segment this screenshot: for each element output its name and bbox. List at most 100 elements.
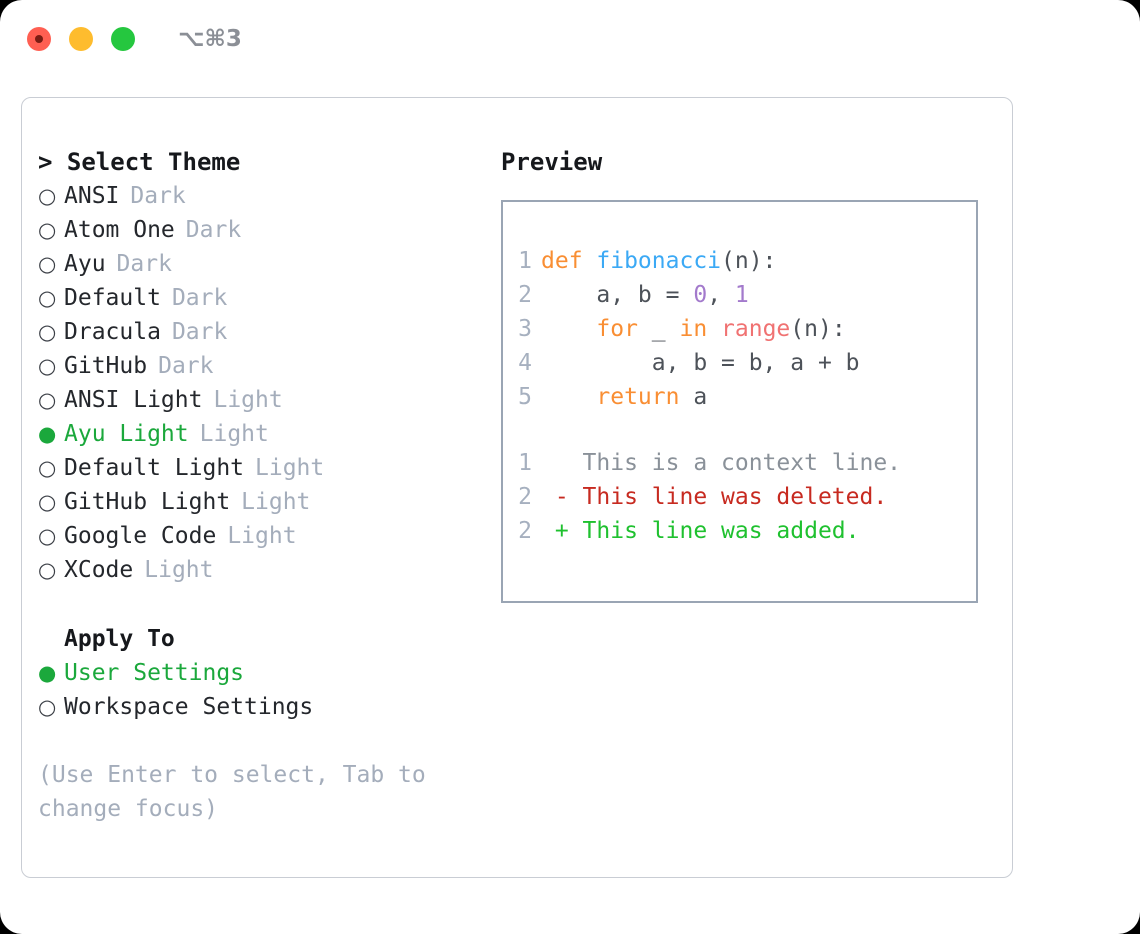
code-token: _ [637, 316, 680, 342]
theme-option-dracula[interactable]: ○ Dracula Dark [38, 315, 508, 349]
code-diff-separator [503, 414, 976, 446]
code-token: for [596, 316, 638, 342]
theme-option-label: Google Code [64, 523, 217, 549]
line-number: 5 [518, 384, 532, 410]
apply-to-option-workspace-settings[interactable]: ○ Workspace Settings [38, 690, 508, 724]
theme-option-variant: Dark [130, 183, 186, 209]
close-icon-center [35, 35, 43, 43]
code-line: 3 for _ in range(n): [503, 312, 976, 346]
code-token: This is a context line. [541, 450, 902, 476]
theme-option-variant: Light [144, 557, 214, 583]
code-token [707, 316, 721, 342]
theme-option-variant: Light [255, 455, 325, 481]
theme-option-label: GitHub Light [64, 489, 231, 515]
radio-unselected-icon: ○ [38, 286, 57, 310]
theme-option-variant: Light [213, 387, 283, 413]
theme-option-github-light[interactable]: ○ GitHub Light Light [38, 485, 508, 519]
apply-to-option-label: Workspace Settings [64, 694, 314, 720]
line-number: 2 [518, 518, 532, 544]
line-content: a, b = b, a + b [541, 346, 860, 380]
code-token: (n): [721, 248, 777, 274]
title-bar: ⌥⌘3 [0, 0, 1140, 78]
line-number: 1 [518, 248, 532, 274]
code-token: def [541, 248, 597, 274]
theme-option-label: ANSI [64, 183, 120, 209]
minimize-icon[interactable] [69, 27, 93, 51]
code-line: 5 return a [503, 380, 976, 414]
theme-option-label: Dracula [64, 319, 161, 345]
code-line: 1 def fibonacci(n): [503, 244, 976, 278]
line-number: 4 [518, 350, 532, 376]
code-token: 0 [693, 282, 708, 308]
radio-unselected-icon: ○ [38, 490, 57, 514]
theme-option-variant: Dark [171, 285, 228, 311]
code-token: a [679, 384, 708, 410]
code-line: 4 a, b = b, a + b [503, 346, 976, 380]
diff-line: 2 - This line was deleted. [503, 480, 976, 514]
code-token: , [707, 282, 735, 308]
keyboard-hint: (Use Enter to select, Tab to change focu… [38, 762, 440, 822]
code-token [541, 316, 596, 342]
theme-option-ansi-light[interactable]: ○ ANSI Light Light [38, 383, 508, 417]
radio-selected-icon: ● [38, 661, 57, 685]
code-token: a, b = [541, 282, 694, 308]
line-number: 1 [518, 450, 532, 476]
line-number: 2 [518, 484, 532, 510]
line-content: + This line was added. [541, 514, 860, 548]
apply-to-header: Apply To [64, 626, 175, 652]
diff-line: 2 + This line was added. [503, 514, 976, 548]
radio-unselected-icon: ○ [38, 388, 57, 412]
theme-option-variant: Dark [171, 319, 228, 345]
theme-option-label: Default Light [64, 455, 245, 481]
code-token [541, 384, 596, 410]
line-number: 2 [518, 282, 532, 308]
line-content: def fibonacci(n): [541, 244, 776, 278]
line-content: - This line was deleted. [541, 480, 887, 514]
code-token: 1 [734, 282, 749, 308]
zoom-icon[interactable] [111, 27, 135, 51]
traffic-light-group [27, 27, 135, 51]
radio-unselected-icon: ○ [38, 252, 57, 276]
code-line: 2 a, b = 0, 1 [503, 278, 976, 312]
close-icon[interactable] [27, 27, 51, 51]
radio-unselected-icon: ○ [38, 695, 57, 719]
theme-option-variant: Dark [116, 251, 172, 277]
radio-unselected-icon: ○ [38, 218, 57, 242]
code-token: a, b = b, a + b [541, 350, 860, 376]
apply-to-option-user-settings[interactable]: ● User Settings [38, 656, 508, 690]
theme-option-label: XCode [64, 557, 134, 583]
radio-unselected-icon: ○ [38, 320, 57, 344]
radio-unselected-icon: ○ [38, 524, 57, 548]
theme-option-variant: Light [241, 489, 311, 515]
theme-option-label: GitHub [64, 353, 148, 379]
apply-to-option-list[interactable]: ● User Settings ○ Workspace Settings [38, 656, 508, 724]
preview-header: Preview [501, 148, 603, 176]
radio-selected-icon: ● [38, 422, 57, 446]
theme-option-label: ANSI Light [64, 387, 203, 413]
line-content: a, b = 0, 1 [541, 278, 749, 312]
line-content: return a [541, 380, 707, 414]
radio-unselected-icon: ○ [38, 184, 57, 208]
code-token: + This line was added. [541, 518, 860, 544]
theme-option-variant: Dark [158, 353, 214, 379]
theme-option-label: Ayu Light [64, 421, 189, 447]
code-token: in [679, 316, 708, 342]
apply-to-option-label: User Settings [64, 660, 245, 686]
theme-option-ansi[interactable]: ○ ANSI Dark [38, 179, 508, 213]
code-token: - This line was deleted. [541, 484, 888, 510]
